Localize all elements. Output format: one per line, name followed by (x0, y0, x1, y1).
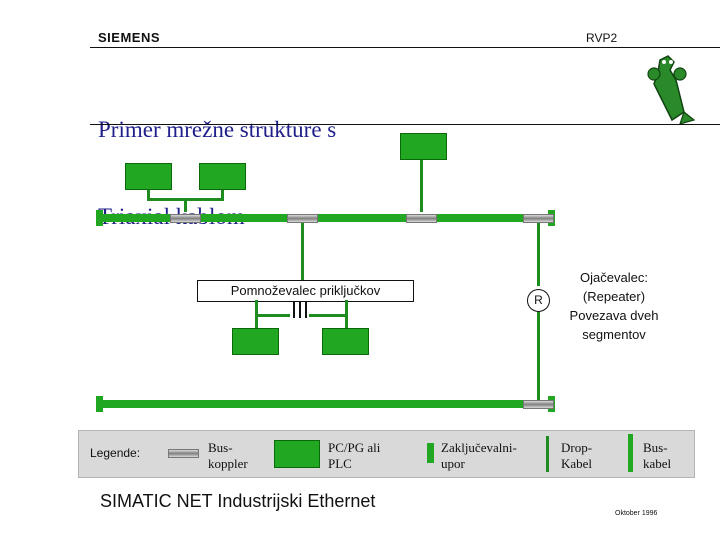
legend-label: Legende: (90, 446, 141, 460)
star-coupler-label: Pomnoževalec priključkov (197, 280, 414, 302)
drop-cable (301, 222, 304, 280)
pc-station (400, 133, 447, 160)
drop-cable (255, 314, 290, 317)
siemens-logo: SIEMENS (98, 30, 161, 45)
bus-terminator (96, 396, 103, 412)
drop-cable (184, 198, 187, 212)
footer-title: SIMATIC NET Industrijski Ethernet (100, 491, 376, 511)
legend-terminator-text: Zaključevalni- upor (441, 440, 517, 471)
header-divider (90, 47, 720, 48)
legend-pc-symbol (274, 440, 320, 468)
legend-terminator-symbol (427, 443, 434, 463)
port-line (299, 302, 301, 318)
pc-station (125, 163, 172, 190)
drop-cable (537, 222, 540, 286)
legend-bus-coupler-symbol (168, 449, 199, 458)
bus-coupler (523, 400, 554, 409)
bus-coupler (523, 214, 554, 223)
bus-coupler (406, 214, 437, 223)
repeater-description: Ojačevalec: (Repeater) Povezava dveh seg… (569, 270, 659, 342)
slide-code: RVP2 (586, 31, 618, 45)
legend-drop-cable-symbol (546, 436, 549, 472)
upper-bus-cable (100, 214, 552, 222)
drop-cable (537, 312, 540, 400)
repeater-symbol: R (527, 289, 550, 312)
port-line (305, 302, 307, 318)
legend-bus-cable-text: Bus- kabel (643, 440, 672, 471)
drop-cable (147, 190, 150, 200)
bus-coupler (287, 214, 318, 223)
legend-pc-text: PC/PG ali PLC (328, 440, 381, 471)
legend-drop-cable-text: Drop- Kabel (561, 440, 593, 471)
pc-station (232, 328, 279, 355)
drop-cable (221, 190, 224, 200)
bus-terminator (96, 210, 103, 226)
bus-coupler (170, 214, 201, 223)
legend-bus-coupler-text: Bus- koppler (208, 440, 248, 471)
title-line-1: Primer mrežne strukture s (98, 117, 337, 142)
legend-bus-cable-symbol (628, 434, 633, 472)
pc-station (199, 163, 246, 190)
footer-date: Oktober 1996 (615, 510, 658, 517)
port-line (293, 302, 295, 318)
mascot-image (647, 55, 696, 125)
pc-station (322, 328, 369, 355)
lower-bus-cable (100, 400, 552, 408)
drop-cable (420, 160, 423, 212)
drop-cable (309, 314, 348, 317)
title-divider (90, 124, 720, 125)
